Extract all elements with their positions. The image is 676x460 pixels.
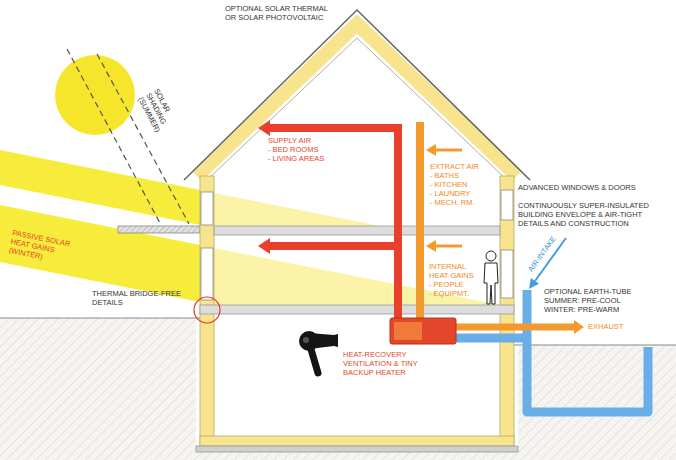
arrow-head xyxy=(258,120,270,136)
hair-dryer-icon xyxy=(299,331,338,373)
roof-outline xyxy=(184,10,530,180)
summer-ray xyxy=(67,49,161,225)
floor-slab xyxy=(200,305,514,314)
shading-overhang xyxy=(118,226,200,233)
slab-insulation xyxy=(200,436,514,446)
window xyxy=(501,190,513,220)
duct-label: SUPPLY AIR xyxy=(268,136,311,145)
sun xyxy=(55,55,135,135)
list-item: - MECH. RM. xyxy=(430,198,475,207)
list-item: - KITCHEN xyxy=(430,180,468,189)
hrv-unit xyxy=(390,318,456,344)
note-label: OPTIONAL SOLAR THERMAL OR SOLAR PHOTOVOL… xyxy=(225,4,333,22)
arrow-head xyxy=(426,144,436,156)
roof-inner xyxy=(207,38,507,180)
feature-label: OPTIONAL EARTH-TUBE xyxy=(544,287,632,296)
extract-arrow xyxy=(436,149,462,152)
supply-duct xyxy=(268,128,398,320)
duct-label: EXTRACT AIR xyxy=(430,162,479,171)
hrv-unit-panel xyxy=(394,322,422,340)
window xyxy=(501,250,513,298)
gain-label: INTERNAL HEAT GAINS xyxy=(429,262,479,280)
arrow-head xyxy=(574,320,584,334)
sun-patch xyxy=(214,248,500,305)
person-figure xyxy=(484,251,498,304)
sun-patch xyxy=(214,193,380,226)
extract-arrow xyxy=(436,245,462,248)
exhaust-label: EXHAUST xyxy=(588,322,623,331)
supply-duct xyxy=(268,242,398,250)
window xyxy=(201,192,213,225)
extract-duct xyxy=(416,122,424,320)
intake-pipe xyxy=(456,290,648,412)
list-item: - LIVING AREAS xyxy=(268,154,324,163)
arrow-head xyxy=(426,240,436,252)
feature-label: ADVANCED WINDOWS & DOORS xyxy=(518,183,636,192)
equipment-label: HEAT-RECOVERY VENTILATION & TINY BACKUP … xyxy=(343,350,427,377)
list-item: - BED ROOMS xyxy=(268,145,318,154)
arrow-head xyxy=(529,278,539,289)
list-item: - PEOPLE xyxy=(429,280,464,289)
gain-label: PASSIVE SOLAR HEAT GAINS (WINTER) xyxy=(8,228,80,268)
list-item: - EQUIPMT. xyxy=(429,289,469,298)
arrow-head xyxy=(258,238,270,254)
feature-label: SUMMER: PRE-COOL xyxy=(544,296,621,305)
exhaust-duct xyxy=(456,324,574,331)
list-item: - BATHS xyxy=(430,171,459,180)
feature-label: THERMAL BRIDGE-FREE DETAILS xyxy=(92,289,187,307)
summer-ray xyxy=(97,54,189,224)
intake-label: AIR-INTAKE xyxy=(526,235,558,274)
detail-circle xyxy=(194,297,220,323)
feature-label: CONTINUOUSLY SUPER-INSULATED BUILDING EN… xyxy=(518,201,660,228)
foundation xyxy=(196,446,518,452)
roof-insulation xyxy=(197,24,517,176)
floor-slab xyxy=(214,226,500,235)
list-item: - LAUNDRY xyxy=(430,189,470,198)
sun-beam xyxy=(0,205,200,302)
shading-label: SOLAR SHADING (SUMMER) xyxy=(136,87,180,137)
ground xyxy=(0,318,676,460)
feature-label: WINTER: PRE-WARM xyxy=(544,305,619,314)
window xyxy=(201,248,213,300)
